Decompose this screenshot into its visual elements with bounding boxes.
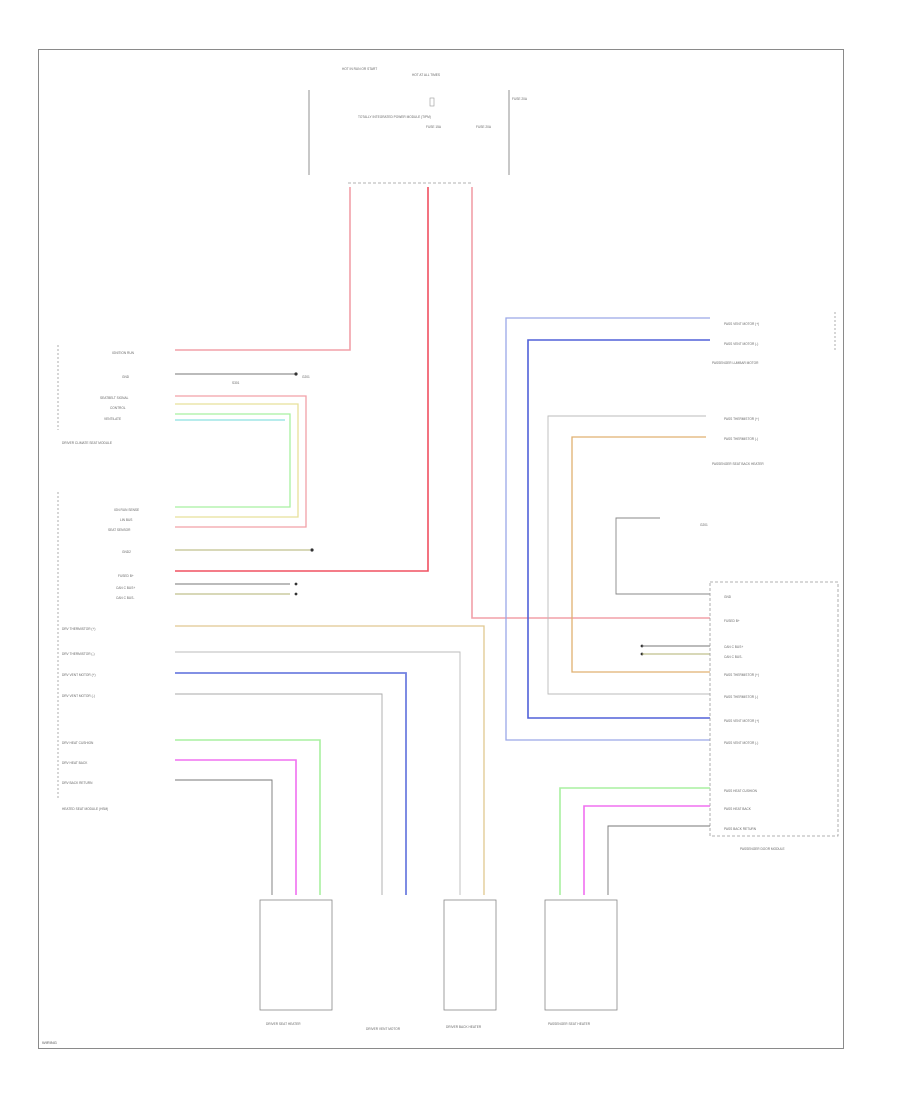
pin-pass-back-return: PASS BACK RETURN <box>724 827 757 831</box>
pin-pass-can-plus: CAN C BUS+ <box>724 645 743 649</box>
pin-fused-bplus: FUSED B+ <box>118 574 134 578</box>
can-node-1 <box>294 582 298 586</box>
pin-gnd: GND <box>122 375 130 379</box>
connector-driver-back <box>443 899 497 1011</box>
driver-climate-module-pins: IGNITION RUN GND SEATBELT SIGNAL CONTROL… <box>57 345 310 528</box>
fuse-block: HOT IN RUN OR START HOT AT ALL TIMES TOT… <box>308 67 528 184</box>
pin-ignition-run: IGNITION RUN <box>112 351 135 355</box>
wire-seatbelt <box>175 395 307 528</box>
can-node-2 <box>294 592 298 596</box>
wire-drv-therm-minus <box>175 651 461 895</box>
wire-ignition-run <box>175 187 351 351</box>
bottom-label-3: DRIVER BACK HEATER <box>446 1025 482 1029</box>
pin-pass-heat-back: PASS HEAT BACK <box>724 807 752 811</box>
diagram-border <box>38 49 844 1049</box>
pin-ign-run-sense: IGN RUN SENSE <box>114 508 139 512</box>
wire-pass-gnd <box>615 517 710 595</box>
bottom-label-1: DRIVER SEAT HEATER <box>266 1022 301 1026</box>
passenger-module-box <box>709 581 839 837</box>
pin-ventilate: VENTILATE <box>104 417 121 421</box>
wire-pass-back-return <box>607 825 710 895</box>
pin-seatbelt-signal: SEATBELT SIGNAL <box>100 396 129 400</box>
pin-drv-vent-minus: DRV VENT MOTOR (-) <box>62 694 95 698</box>
pin-pass-vent-plus-top: PASS VENT MOTOR (+) <box>724 322 759 326</box>
pin-gnd2: GND2 <box>122 550 131 554</box>
pin-pass-gnd: GND <box>724 595 732 599</box>
pin-pass-therm-plus-top: PASS THERMISTOR (+) <box>724 417 759 421</box>
pin-pass-vent-plus: PASS VENT MOTOR (+) <box>724 719 759 723</box>
pin-pass-fused: FUSED B+ <box>724 619 740 623</box>
driver-module-label: DRIVER CLIMATE SEAT MODULE <box>62 441 112 445</box>
hsm-label: HEATED SEAT MODULE (HSM) <box>62 807 108 811</box>
wire-drv-vent-plus <box>175 672 407 895</box>
wire-drv-vent-minus <box>175 693 383 895</box>
wire-fused-bplus-pass <box>471 187 710 619</box>
pin-pass-can-minus: CAN C BUS- <box>724 655 742 659</box>
pin-drv-therm-minus: DRV THERMISTOR (-) <box>62 652 95 656</box>
pin-seat-sensor: SEAT SENSOR <box>108 528 131 532</box>
pin-pass-therm-minus: PASS THERMISTOR (-) <box>724 695 758 699</box>
hsm-ground-node <box>310 548 314 552</box>
pin-drv-back-return: DRV BACK RETURN <box>62 781 93 785</box>
fuse-2-label: FUSE 20A <box>476 125 492 129</box>
connector-driver-seat-heater <box>259 899 333 1011</box>
pin-pass-vent-minus: PASS VENT MOTOR (-) <box>724 741 758 745</box>
pass-ground-label: G201 <box>700 523 708 527</box>
pin-control: CONTROL <box>110 406 126 410</box>
wire-pass-heat-back <box>583 805 710 895</box>
fuse-1-label: FUSE 15A <box>426 125 442 129</box>
wire-drv-therm-plus <box>175 625 485 895</box>
wire-drv-back-return <box>175 779 273 895</box>
connector-passenger-seat-heater <box>544 899 618 1011</box>
heated-seat-module-pins: IGN RUN SENSE LIN BUS SEAT SENSOR GND2 F… <box>57 492 485 895</box>
pin-can-plus: CAN C BUS+ <box>116 586 135 590</box>
ground-node <box>294 372 298 376</box>
pin-drv-heat-back: DRV HEAT BACK <box>62 761 88 765</box>
pass-heat-blower-label: PASSENGER SEAT BACK HEATER <box>712 462 764 466</box>
pin-pass-therm-minus-top: PASS THERMISTOR (-) <box>724 437 758 441</box>
pin-drv-vent-plus: DRV VENT MOTOR (+) <box>62 673 96 677</box>
wire-pass-vent-plus <box>505 317 710 741</box>
pin-drv-therm-plus: DRV THERMISTOR (+) <box>62 627 95 631</box>
wire-control <box>175 403 299 518</box>
figure-id: WIRING <box>42 1040 57 1045</box>
passenger-module-label: PASSENGER DOOR MODULE <box>740 847 785 851</box>
pin-pass-therm-plus: PASS THERMISTOR (+) <box>724 673 759 677</box>
wire-pass-therm-plus <box>547 415 710 695</box>
wire-pass-therm-minus <box>571 436 710 673</box>
bottom-label-4: PASSENGER SEAT HEATER <box>548 1022 591 1026</box>
ground-label: G201 <box>302 375 310 379</box>
wire-fused-bplus-hsm <box>175 187 429 572</box>
fuse-box-label: TOTALLY INTEGRATED POWER MODULE (TIPM) <box>358 115 431 119</box>
splice-label: S301 <box>232 381 240 385</box>
pin-pass-vent-minus-top: PASS VENT MOTOR (-) <box>724 342 758 346</box>
passenger-side: PASS VENT MOTOR (+) PASS VENT MOTOR (-) … <box>505 312 839 895</box>
pin-drv-heat-cushion: DRV HEAT CUSHION <box>62 741 94 745</box>
hot-run-label: HOT IN RUN OR START <box>342 67 377 71</box>
wire-ventilate <box>175 413 291 508</box>
fuse-symbol-1 <box>429 97 435 107</box>
pass-vent-motor-label: PASSENGER LUMBAR MOTOR <box>712 361 759 365</box>
wire-drv-heat-cushion <box>175 739 321 895</box>
fuse-3-label: FUSE 20A <box>512 97 528 101</box>
red-wires <box>175 187 710 619</box>
pin-pass-heat-cushion: PASS HEAT CUSHION <box>724 789 758 793</box>
pin-lin-bus: LIN BUS <box>120 518 132 522</box>
wire-pass-vent-minus <box>527 339 710 719</box>
connector-driver-vent <box>369 899 421 1011</box>
wire-drv-heat-back <box>175 759 297 895</box>
smart-label: HOT AT ALL TIMES <box>412 73 440 77</box>
pin-can-minus: CAN C BUS- <box>116 596 134 600</box>
bottom-label-2: DRIVER VENT MOTOR <box>366 1027 401 1031</box>
bottom-connectors: DRIVER SEAT HEATER DRIVER VENT MOTOR DRI… <box>259 899 618 1031</box>
wire-pass-heat-cushion <box>559 787 710 895</box>
